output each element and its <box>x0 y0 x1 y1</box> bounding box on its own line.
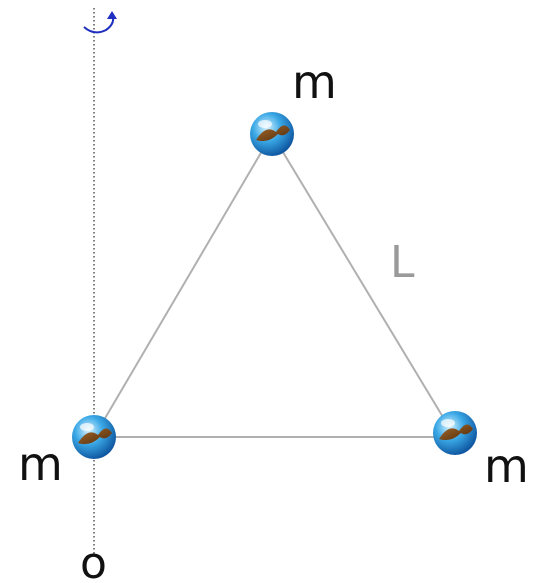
side-length-label: L <box>390 237 415 288</box>
triangle <box>93 133 456 438</box>
triangle-side-right <box>271 133 456 438</box>
mass-top <box>250 112 294 156</box>
sphere-icon <box>250 112 294 156</box>
sphere-icon <box>72 415 116 459</box>
triangle-side-left <box>93 133 273 438</box>
rotation-arrow-icon <box>83 11 117 34</box>
mass-top-label: m <box>292 55 337 109</box>
mass-left-label: m <box>18 437 63 491</box>
mass-right-label: m <box>484 439 529 493</box>
mass-right <box>433 411 477 455</box>
axis-origin-label: o <box>80 538 107 583</box>
sphere-icon <box>433 411 477 455</box>
mass-left <box>72 415 116 459</box>
